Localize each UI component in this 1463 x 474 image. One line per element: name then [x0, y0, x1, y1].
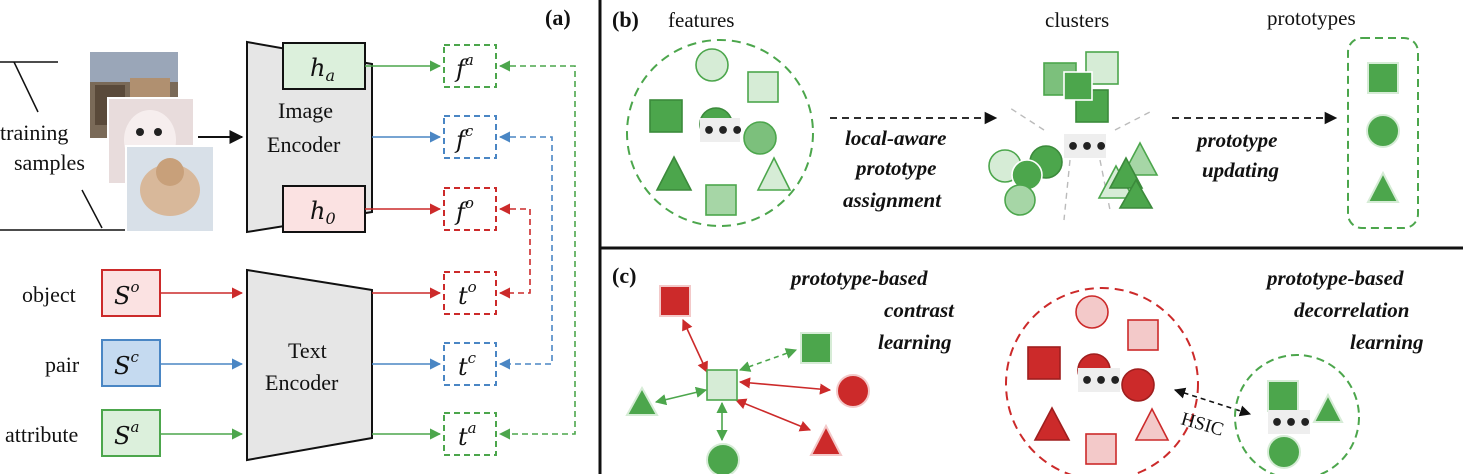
f-c-label: fc — [454, 122, 474, 154]
training-label: training — [0, 120, 68, 145]
decor-label-2: decorrelation — [1294, 298, 1410, 322]
t-a-label: ta — [458, 419, 477, 451]
hsic-label: HSIC — [1179, 409, 1226, 441]
features-label: features — [668, 8, 734, 32]
match-c-connector — [498, 131, 553, 370]
svg-text:•••: ••• — [1270, 411, 1312, 436]
t-o-box — [443, 271, 497, 315]
contrast-label-3: learning — [878, 330, 952, 354]
clusters-label: clusters — [1045, 8, 1109, 32]
red-cluster: ••• — [1005, 287, 1199, 474]
t-a-box — [443, 412, 497, 456]
assign-label-3: assignment — [843, 188, 942, 212]
green-prototype-cluster: ••• — [1234, 354, 1360, 474]
s-a-box — [101, 409, 161, 457]
image-encoder-label-2: Encoder — [267, 132, 341, 157]
text-encoder-label-1: Text — [288, 338, 327, 363]
training-photos — [90, 52, 215, 233]
s-c-box — [101, 339, 161, 387]
f-a-box — [443, 44, 497, 88]
panel-b-label: (b) — [612, 7, 639, 32]
match-a-connector — [498, 60, 576, 440]
assign-label-2: prototype — [854, 156, 936, 180]
contrast-label-1: prototype-based — [789, 266, 928, 290]
decor-label-3: learning — [1350, 330, 1424, 354]
clusters-group: ••• — [988, 51, 1159, 221]
attribute-label: attribute — [5, 422, 78, 447]
contrast-graph — [625, 285, 870, 474]
t-c-box — [443, 342, 497, 386]
svg-text:•••: ••• — [1066, 135, 1108, 160]
h-0-box — [282, 185, 366, 233]
object-label: object — [22, 282, 76, 307]
update-label-2: updating — [1202, 158, 1279, 182]
f-a-label: fa — [454, 51, 474, 83]
f-o-label: fo — [454, 194, 474, 226]
samples-label: samples — [14, 150, 85, 175]
prototypes-box — [1347, 37, 1419, 229]
t-o-label: to — [458, 278, 477, 310]
contrast-label-2: contrast — [884, 298, 955, 322]
svg-text:•••: ••• — [1080, 369, 1122, 394]
panel-a-label: (a) — [545, 5, 571, 30]
decor-label-1: prototype-based — [1265, 266, 1404, 290]
hsic-arrow — [1173, 387, 1252, 417]
f-o-box — [443, 187, 497, 231]
panel-c-label: (c) — [612, 263, 636, 288]
features-cluster: ••• — [626, 39, 814, 227]
text-encoder — [246, 268, 373, 462]
text-encoder-label-2: Encoder — [265, 370, 339, 395]
s-c-label: Sc — [114, 348, 139, 380]
t-c-label: tc — [458, 349, 477, 381]
assign-label-1: local-aware — [845, 126, 946, 150]
match-o-connector — [498, 203, 531, 299]
pair-label: pair — [45, 352, 80, 377]
image-encoder-label-1: Image — [278, 98, 333, 123]
prototypes-label: prototypes — [1267, 6, 1356, 30]
f-c-box — [443, 115, 497, 159]
svg-text:•••: ••• — [702, 119, 744, 144]
h-a-box — [282, 42, 366, 90]
update-label-1: prototype — [1195, 128, 1277, 152]
